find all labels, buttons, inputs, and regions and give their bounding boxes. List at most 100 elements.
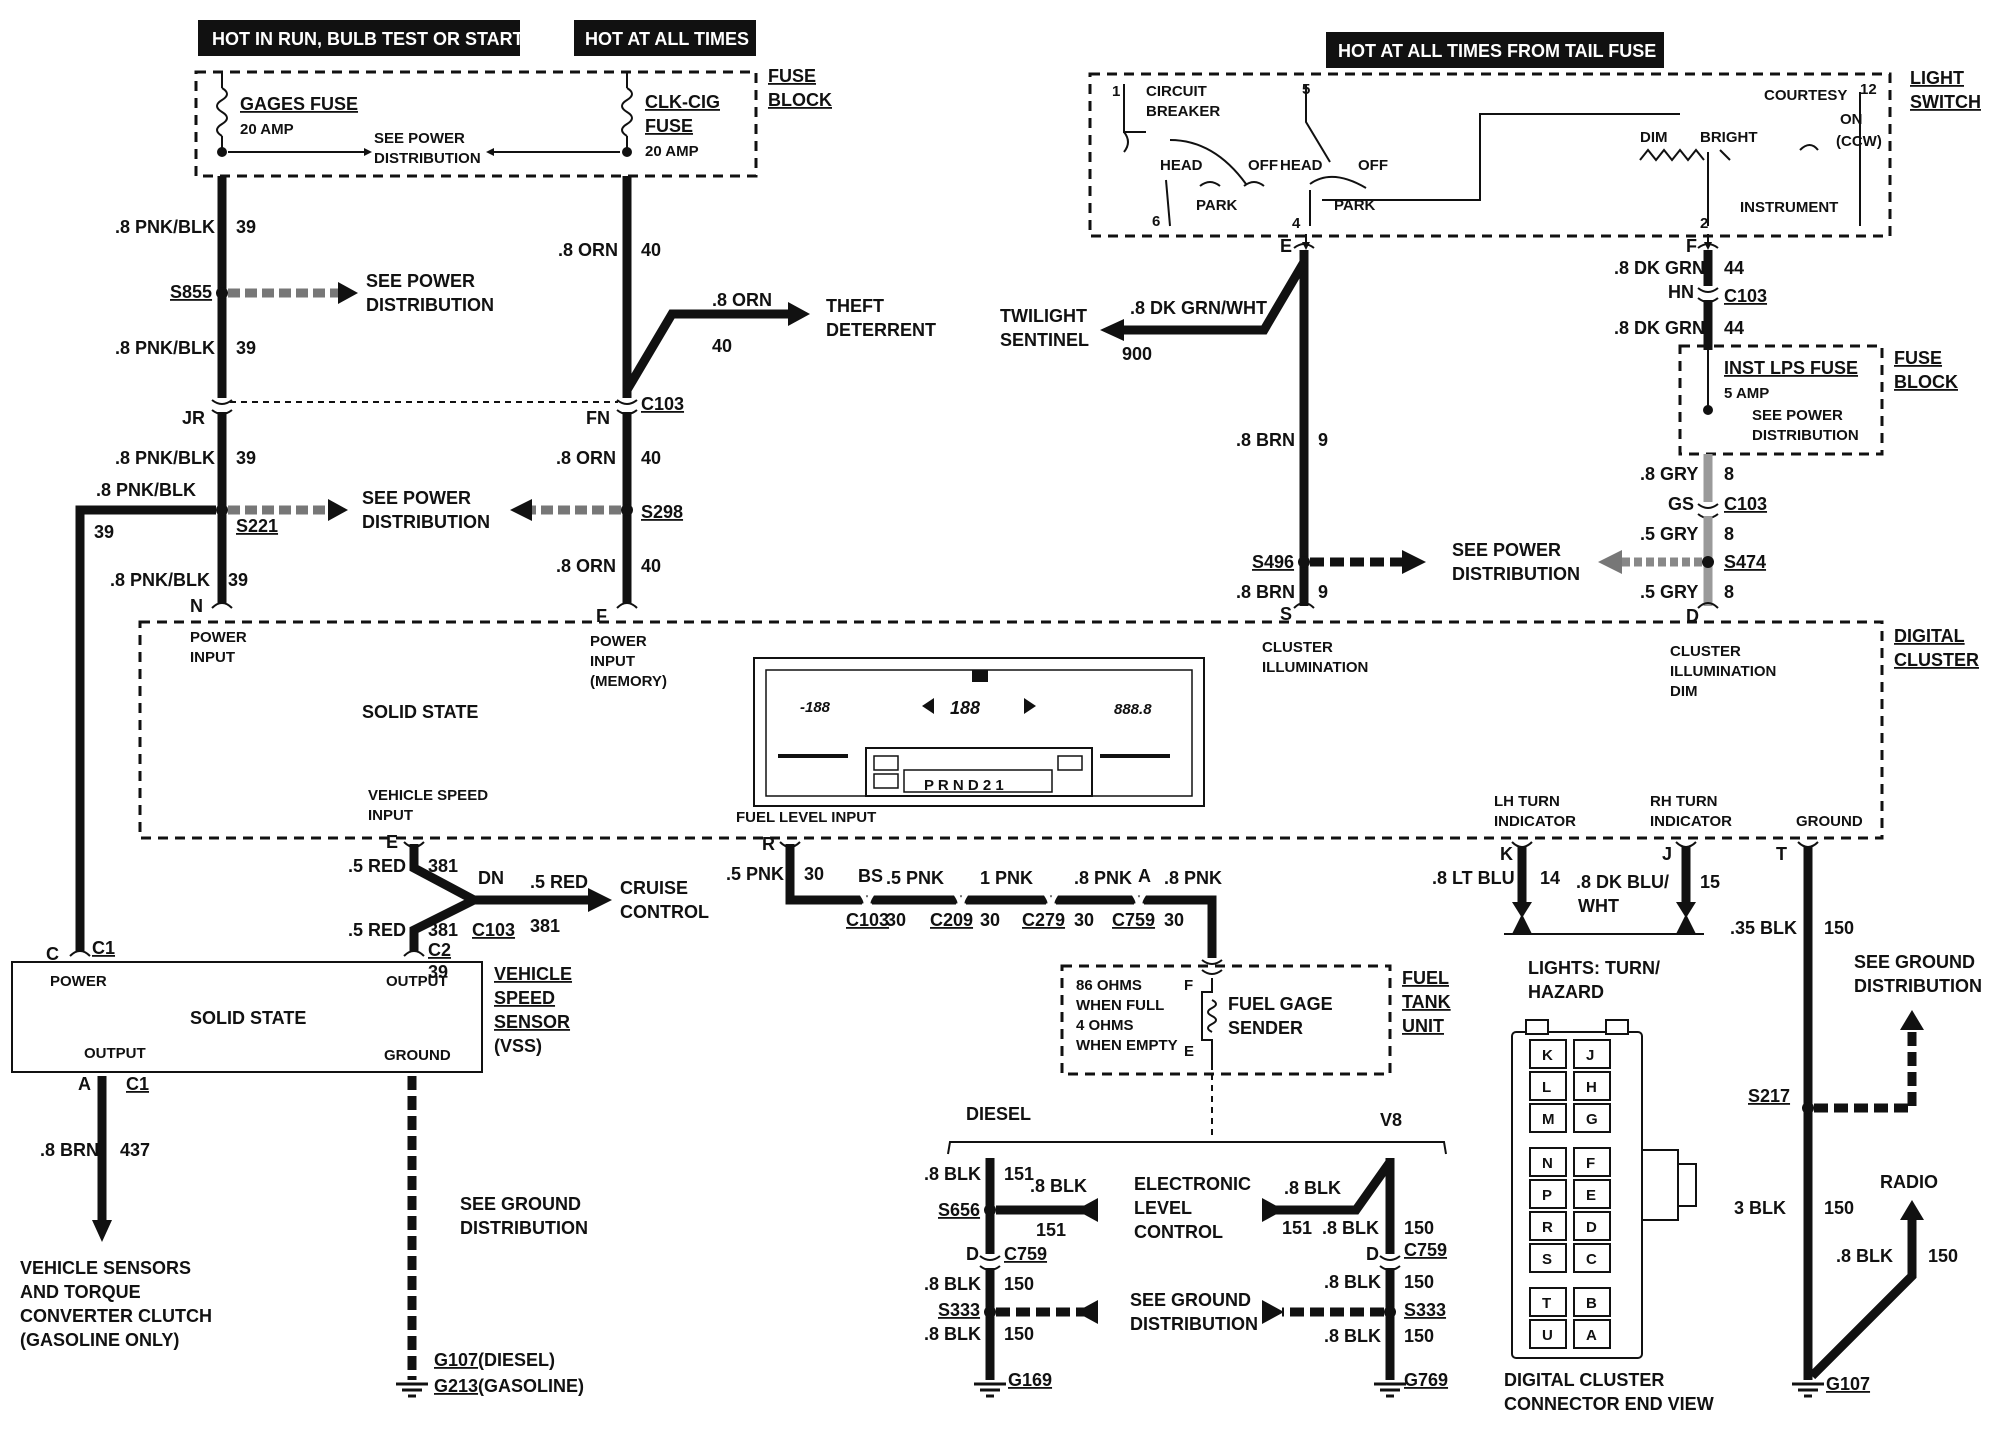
pnk-label-b: .5 PNK [886, 868, 944, 888]
wire-orn-40: .8 ORN 40 .8 ORN 40 THEFT DETERRENT FN C… [510, 176, 936, 690]
pnk-blk-label-d: .8 PNK/BLK [96, 480, 196, 500]
vss-output-top: OUTPUT [386, 973, 448, 990]
cruise-control-1: CRUISE [620, 878, 688, 898]
ground-g107-right: G107 [1826, 1374, 1870, 1394]
circuit-40-theft: 40 [712, 336, 732, 356]
connector-c103-e: C103 [846, 910, 889, 930]
vss-pin-c: C [46, 944, 59, 964]
splice-s656: S656 [938, 1200, 980, 1220]
vss-c1-top: C1 [92, 938, 115, 958]
connector-pin-label: E [1586, 1187, 1596, 1204]
pin-d-v8: D [1366, 1244, 1379, 1264]
connector-pin-label: N [1542, 1155, 1553, 1172]
clk-fuse-symbol [621, 87, 633, 137]
splice-s333-v8: S333 [1404, 1300, 1446, 1320]
cluster-illum-dim-1: CLUSTER [1670, 643, 1741, 660]
circuit-40-c: 40 [641, 556, 661, 576]
ls-park-2: PARK [1334, 197, 1376, 214]
splice-s496: S496 [1252, 552, 1294, 572]
connector-c209: C209 [930, 910, 973, 930]
connector-pin-cell [1573, 1147, 1611, 1177]
ls-dim: DIM [1640, 129, 1668, 146]
pin-k: K [1500, 844, 1513, 864]
circuit-150-right-c: 150 [1928, 1246, 1958, 1266]
ls-bright: BRIGHT [1700, 129, 1758, 146]
vehicle-speed-input-1: VEHICLE SPEED [368, 787, 488, 804]
orn-label-a: .8 ORN [558, 240, 618, 260]
circuit-437: 437 [120, 1140, 150, 1160]
connector-pin-cell [1529, 1071, 1567, 1101]
circuit-40-b: 40 [641, 448, 661, 468]
connector-pin-label: F [1586, 1155, 1595, 1172]
splice-s298: S298 [641, 502, 683, 522]
pin-d-diesel: D [966, 1244, 979, 1264]
see-power-b-2: DISTRIBUTION [362, 512, 490, 532]
connector-c759-diesel: C759 [1004, 1244, 1047, 1264]
digital-cluster: DIGITAL CLUSTER SOLID STATE VEHICLE SPEE… [138, 620, 1979, 840]
ohms-4: WHEN EMPTY [1076, 1037, 1178, 1054]
fuel-level-circuit: R .5 PNK 30 BS .5 PNK C103 30 1 PNK C209… [726, 834, 1451, 1140]
light-switch-title-2: SWITCH [1910, 92, 1981, 112]
cruise-control-2: CONTROL [620, 902, 709, 922]
brn-label-a: .8 BRN [1236, 430, 1295, 450]
vss-see-ground-2: DISTRIBUTION [460, 1218, 588, 1238]
dk-blu-label-1: .8 DK BLU/ [1576, 872, 1669, 892]
orn-label-c: .8 ORN [556, 556, 616, 576]
vss-ground: GROUND [384, 1047, 451, 1064]
pin-e-top: E [1280, 236, 1292, 256]
light-switch: LIGHT SWITCH 1 CIRCUIT BREAKER 5 HEAD OF… [1088, 68, 1981, 250]
ls-off: OFF [1248, 157, 1278, 174]
circuit-150-c: 150 [1404, 1272, 1434, 1292]
ls-pin-1: 1 [1112, 83, 1120, 100]
pnk-label-d: .8 PNK [1074, 868, 1132, 888]
ls-head-2: HEAD [1280, 157, 1323, 174]
fuel-tank-unit-3: UNIT [1402, 1016, 1444, 1036]
fuse-block-top: FUSE BLOCK GAGES FUSE 20 AMP CLK-CIG FUS… [194, 66, 832, 178]
ls-pin-6: 6 [1152, 213, 1160, 230]
circuit-30-e: 30 [1164, 910, 1184, 930]
see-power-a-2: DISTRIBUTION [366, 295, 494, 315]
splice-s217: S217 [1748, 1086, 1790, 1106]
connector-pin-cell [1529, 1319, 1567, 1349]
header-hot-tail: HOT AT ALL TIMES FROM TAIL FUSE [1326, 32, 1664, 68]
pnk-blk-label-a: .8 PNK/BLK [115, 217, 215, 237]
circuit-381-b: 381 [428, 920, 458, 940]
red-label-c: .5 RED [530, 872, 588, 892]
dkgrn-label-a: .8 DK GRN [1614, 258, 1705, 278]
vehicle-sensors-1: VEHICLE SENSORS [20, 1258, 191, 1278]
circuit-39-b: 39 [236, 338, 256, 358]
circuit-9-a: 9 [1318, 430, 1328, 450]
power-input-mem-1: POWER [590, 633, 647, 650]
connector-pin-label: H [1586, 1079, 1597, 1096]
blk-8-label: .8 BLK [1836, 1246, 1893, 1266]
inst-see-power-2: DISTRIBUTION [1752, 427, 1859, 444]
vss-title-4: (VSS) [494, 1036, 542, 1056]
circuit-150-e: 150 [1404, 1326, 1434, 1346]
circuit-150-right-a: 150 [1824, 918, 1854, 938]
ground-g107-left: G107 [434, 1350, 478, 1370]
lt-blu-label: .8 LT BLU [1432, 868, 1515, 888]
radio-label: RADIO [1880, 1172, 1938, 1192]
vss-title-3: SENSOR [494, 1012, 570, 1032]
blk-label-g: .8 BLK [924, 1324, 981, 1344]
header-hot-all-text: HOT AT ALL TIMES [585, 29, 749, 49]
right-see-ground-2: DISTRIBUTION [1854, 976, 1982, 996]
cluster-title-2: CLUSTER [1894, 650, 1979, 670]
connector-pin-label: B [1586, 1295, 1597, 1312]
connector-fn: FN [586, 408, 610, 428]
circuit-150-b: 150 [1004, 1274, 1034, 1294]
connector-c759: C759 [1112, 910, 1155, 930]
connector-pin-label: M [1542, 1111, 1555, 1128]
vss-pin-dn: DN [478, 868, 504, 888]
cluster-solid-state: SOLID STATE [362, 702, 478, 722]
fuel-gage-sender-1: FUEL GAGE [1228, 994, 1333, 1014]
pin-j: J [1662, 844, 1672, 864]
ohms-1: 86 OHMS [1076, 977, 1142, 994]
circuit-30-d: 30 [1074, 910, 1094, 930]
ground-g169: G169 [1008, 1370, 1052, 1390]
vehicle-sensors-2: AND TORQUE [20, 1282, 141, 1302]
circuit-900: 900 [1122, 344, 1152, 364]
circuit-151-b: 151 [1036, 1220, 1066, 1240]
clk-fuse-label-1: CLK-CIG [645, 92, 720, 112]
